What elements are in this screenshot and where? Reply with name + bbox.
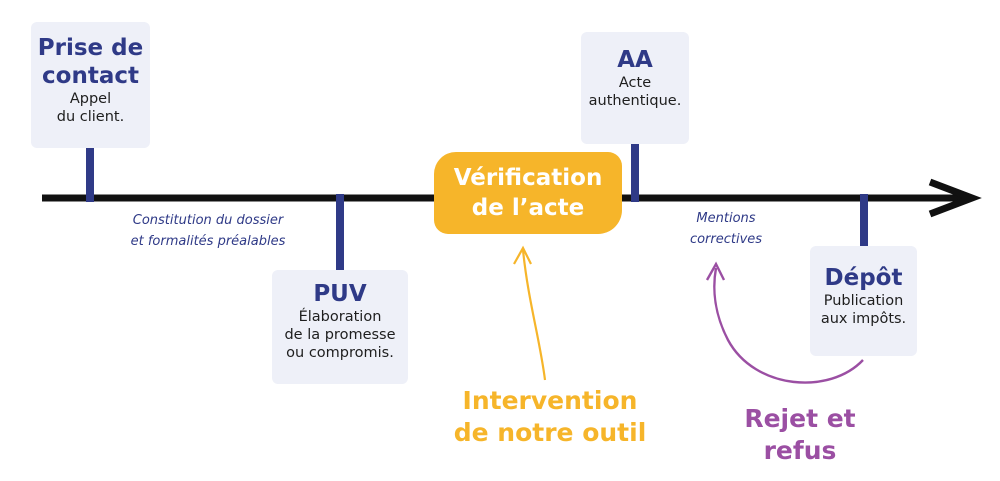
card-depot: Dépôt Publication aux impôts. <box>810 246 917 356</box>
tick-aa <box>631 144 639 202</box>
tick-puv <box>336 194 344 270</box>
card-prise-de-contact: Prise de contact Appel du client. <box>31 22 150 148</box>
intervention-label: Intervention de notre outil <box>453 386 647 447</box>
card-title: Prise de contact <box>37 35 144 89</box>
note-mentions: Mentions correctives <box>689 211 763 247</box>
intervention-arrowhead-icon <box>513 245 532 265</box>
card-title: PUV <box>313 281 367 307</box>
rejet-arrowhead-icon <box>705 261 726 281</box>
card-title: AA <box>617 47 653 73</box>
verification-badge: Vérification de l’acte <box>434 152 622 234</box>
card-aa: AA Acte authentique. <box>581 32 689 144</box>
tick-prise <box>86 146 94 202</box>
tick-depot <box>860 194 868 246</box>
card-text: Élaboration de la promesse ou compromis. <box>284 309 396 361</box>
card-puv: PUV Élaboration de la promesse ou compro… <box>272 270 408 384</box>
intervention-arrow <box>521 249 547 381</box>
note-constitution: Constitution du dossier et formalités pr… <box>130 213 286 249</box>
rejet-label: Rejet et refus <box>744 404 856 465</box>
card-text: Publication aux impôts. <box>820 293 907 327</box>
card-title: Dépôt <box>824 265 903 291</box>
card-text: Acte authentique. <box>588 75 682 109</box>
card-text: Appel du client. <box>56 91 125 125</box>
timeline-arrowhead-icon <box>928 178 982 218</box>
rejet-arrow <box>713 267 864 384</box>
